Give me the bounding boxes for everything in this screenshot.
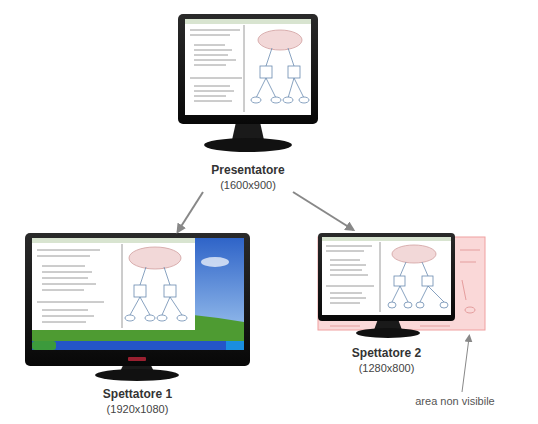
resolution-text: (1600x900) [220,178,276,192]
resolution-text: (1920x1080) [107,402,169,416]
monitor-name: Presentatore [211,163,284,178]
callout-label: area non visibile [415,395,495,407]
viewer2-monitor [318,233,485,338]
share-arrow [178,192,204,232]
share-arrow [293,192,354,230]
viewer1-monitor [25,233,250,381]
viewer-node: Spettatore 1(1920x1080) [25,232,250,416]
monitor-name: Spettatore 2 [352,346,421,361]
presenter-monitor [178,14,318,152]
resolution-text: (1280x800) [359,361,415,375]
presenter-node: Presentatore(1600x900) [178,12,318,192]
monitor-name: Spettatore 1 [103,387,172,402]
viewer-node: Spettatore 2(1280x800) [318,230,455,375]
leader-line [462,338,469,392]
